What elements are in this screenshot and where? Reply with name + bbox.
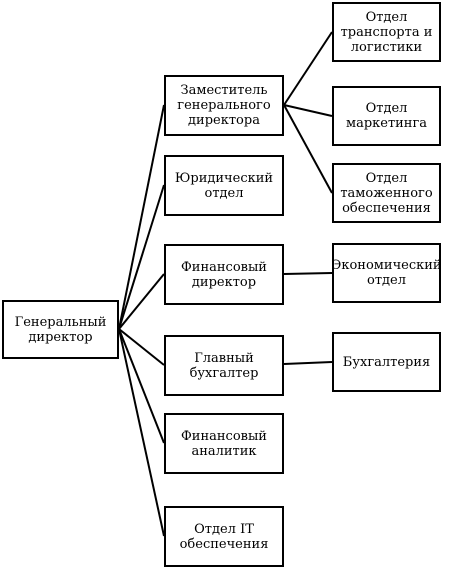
connector-root-legal	[118, 184, 165, 330]
chief-accountant-box: Главный бухгалтер	[164, 335, 284, 396]
connector-deputy-customs	[283, 104, 333, 194]
connector-root-deputy	[118, 104, 165, 330]
connector-root-analyst	[118, 328, 165, 444]
marketing-department-box: Отдел маркетинга	[332, 86, 441, 146]
connector-root-it	[118, 328, 165, 537]
accounting-box: Бухгалтерия	[332, 332, 441, 392]
connector-deputy-marketing	[283, 104, 333, 117]
logistics-department-box: Отдел транспорта и логистики	[332, 2, 441, 62]
connector-chief-accountant-accounting	[283, 361, 333, 365]
connector-cfo-economic	[283, 272, 333, 275]
it-department-box: Отдел IT обеспечения	[164, 506, 284, 567]
connector-deputy-logistics	[283, 31, 333, 106]
connector-root-chief-accountant	[118, 328, 165, 366]
financial-director-box: Финансовый директор	[164, 244, 284, 305]
general-director-box: Генеральный директор	[2, 300, 119, 359]
economic-department-box: Экономический отдел	[331, 243, 442, 303]
financial-analyst-box: Финансовый аналитик	[164, 413, 284, 474]
legal-department-box: Юридический отдел	[164, 155, 284, 216]
deputy-director-box: Заместитель генерального директора	[164, 75, 284, 136]
connector-root-cfo	[118, 273, 165, 330]
customs-department-box: Отдел таможенного обеспечения	[332, 163, 441, 223]
